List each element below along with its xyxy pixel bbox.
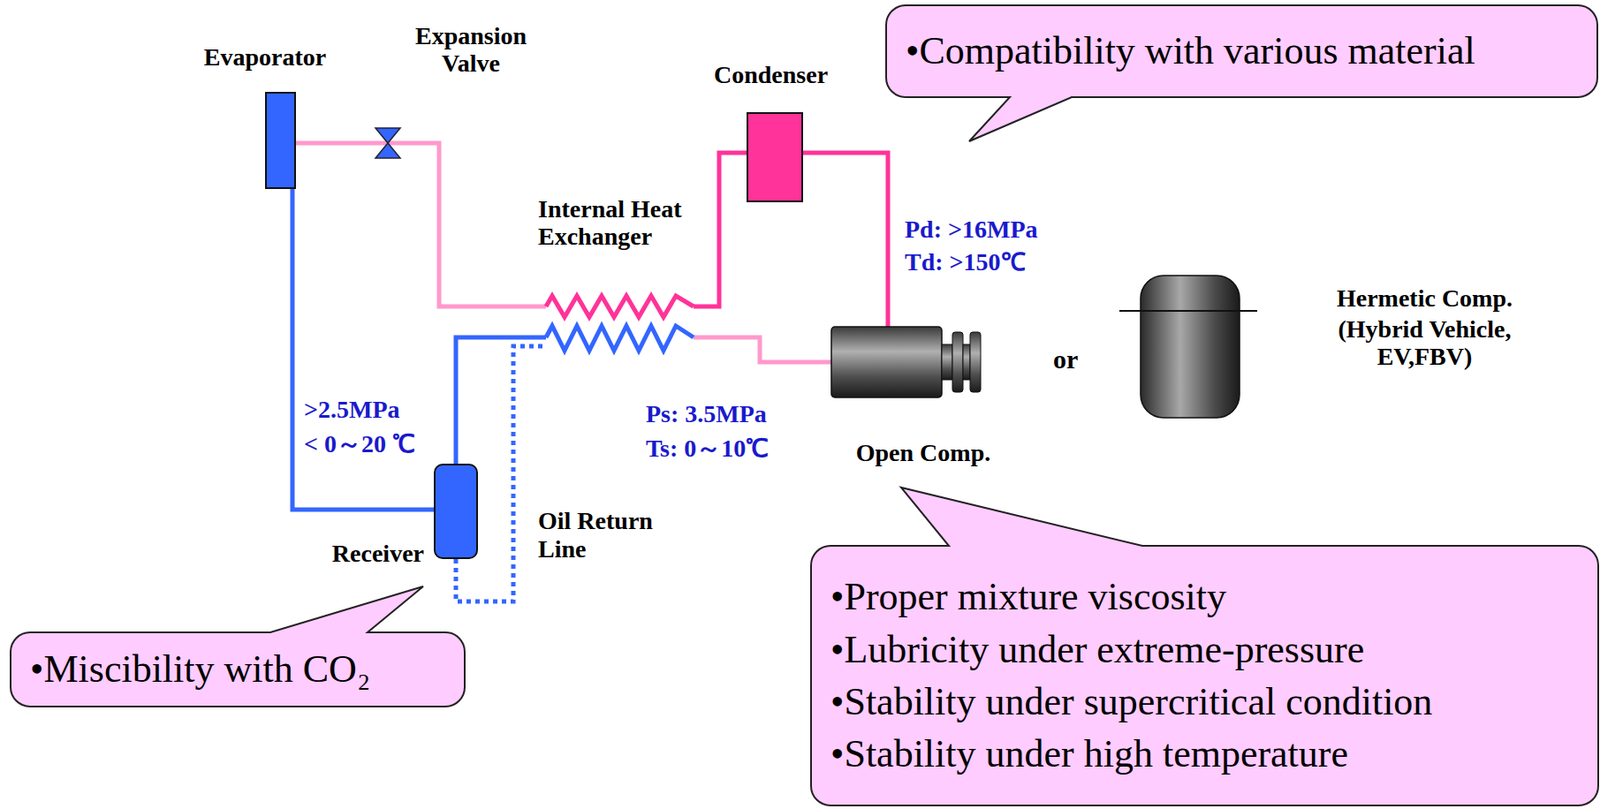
expansion-valve-shape — [374, 127, 402, 160]
condenser-box-shape — [746, 112, 804, 203]
receiver-box: Receiver — [433, 463, 478, 560]
cold-coil — [545, 326, 694, 351]
callout-outline — [811, 487, 1599, 806]
part-name: (Hybrid Vehicle, EV,FBV) — [1298, 316, 1551, 372]
internal-heat-exchanger: Internal Heat Exchanger — [545, 295, 694, 352]
compressor-symbol — [1119, 275, 1258, 418]
evaporator-box-shape — [265, 91, 296, 190]
expansion-valve: Expansion Valve — [374, 127, 402, 160]
callout-bubble: •Proper mixture viscosity•Lubricity unde… — [811, 545, 1599, 806]
vessel-body — [434, 464, 478, 559]
temperature-label: Ts: 0～10℃ — [645, 434, 769, 463]
part-name: Receiver — [256, 540, 425, 569]
receiver-box-shape — [433, 463, 478, 560]
evaporator-box: Evaporator — [265, 91, 296, 190]
pressure-label: Ps: 3.5MPa — [645, 400, 767, 429]
callout-text: •Stability under supercritical condition — [830, 675, 1579, 728]
hot-coil — [545, 295, 694, 318]
compressor-symbol — [831, 326, 981, 398]
hermetic-compressor: Hermetic Comp.(Hybrid Vehicle, EV,FBV) — [1140, 275, 1240, 418]
hermetic-compressor-shape — [1140, 275, 1240, 418]
refrigerant-pipe — [693, 152, 747, 307]
callout-text: •Stability under high temperature — [830, 727, 1579, 781]
part-name: Evaporator — [189, 44, 341, 72]
refrigerant-pipe — [455, 337, 546, 464]
open-compressor-shape — [831, 326, 991, 398]
condenser-box: Condenser — [746, 112, 804, 203]
part-name: Condenser — [693, 61, 849, 90]
part-name: Hermetic Comp. — [1272, 285, 1578, 313]
open-compressor: Open Comp. — [831, 326, 991, 398]
callout-text: •Lubricity under extreme-pressure — [830, 623, 1579, 676]
callout-text: •Compatibility with various material — [905, 24, 1578, 77]
internal-heat-exchanger-shape — [545, 295, 694, 352]
vessel-body — [747, 113, 803, 202]
refrigerant-pipe — [693, 337, 832, 363]
part-name: Internal Heat Exchanger — [538, 196, 693, 251]
refrigerant-pipe — [292, 189, 434, 510]
part-label: Oil Return Line — [538, 507, 680, 564]
refrigerant-pipe — [295, 141, 375, 146]
part-name: Open Comp. — [834, 439, 1012, 468]
vessel-body — [265, 92, 296, 189]
callout-bubble: •Compatibility with various material — [886, 5, 1598, 98]
part-name: Expansion Valve — [395, 22, 546, 78]
callout-text: •Proper mixture viscosity — [830, 570, 1579, 623]
or-label: or — [1053, 344, 1078, 376]
temperature-label: Td: >150℃ — [904, 248, 1026, 277]
refrigerant-pipe — [401, 143, 546, 307]
temperature-label: < 0～20 ℃ — [303, 430, 416, 459]
valve-symbol — [375, 128, 401, 159]
callout-outline — [10, 586, 465, 707]
pressure-label: Pd: >16MPa — [904, 215, 1039, 244]
pressure-label: >2.5MPa — [303, 395, 401, 425]
callout-bubble: •Miscibility with CO₂ — [10, 632, 465, 707]
callout-text: •Miscibility with CO₂ — [30, 643, 446, 696]
refrigerant-pipe — [803, 152, 888, 327]
callout-outline — [886, 5, 1598, 142]
